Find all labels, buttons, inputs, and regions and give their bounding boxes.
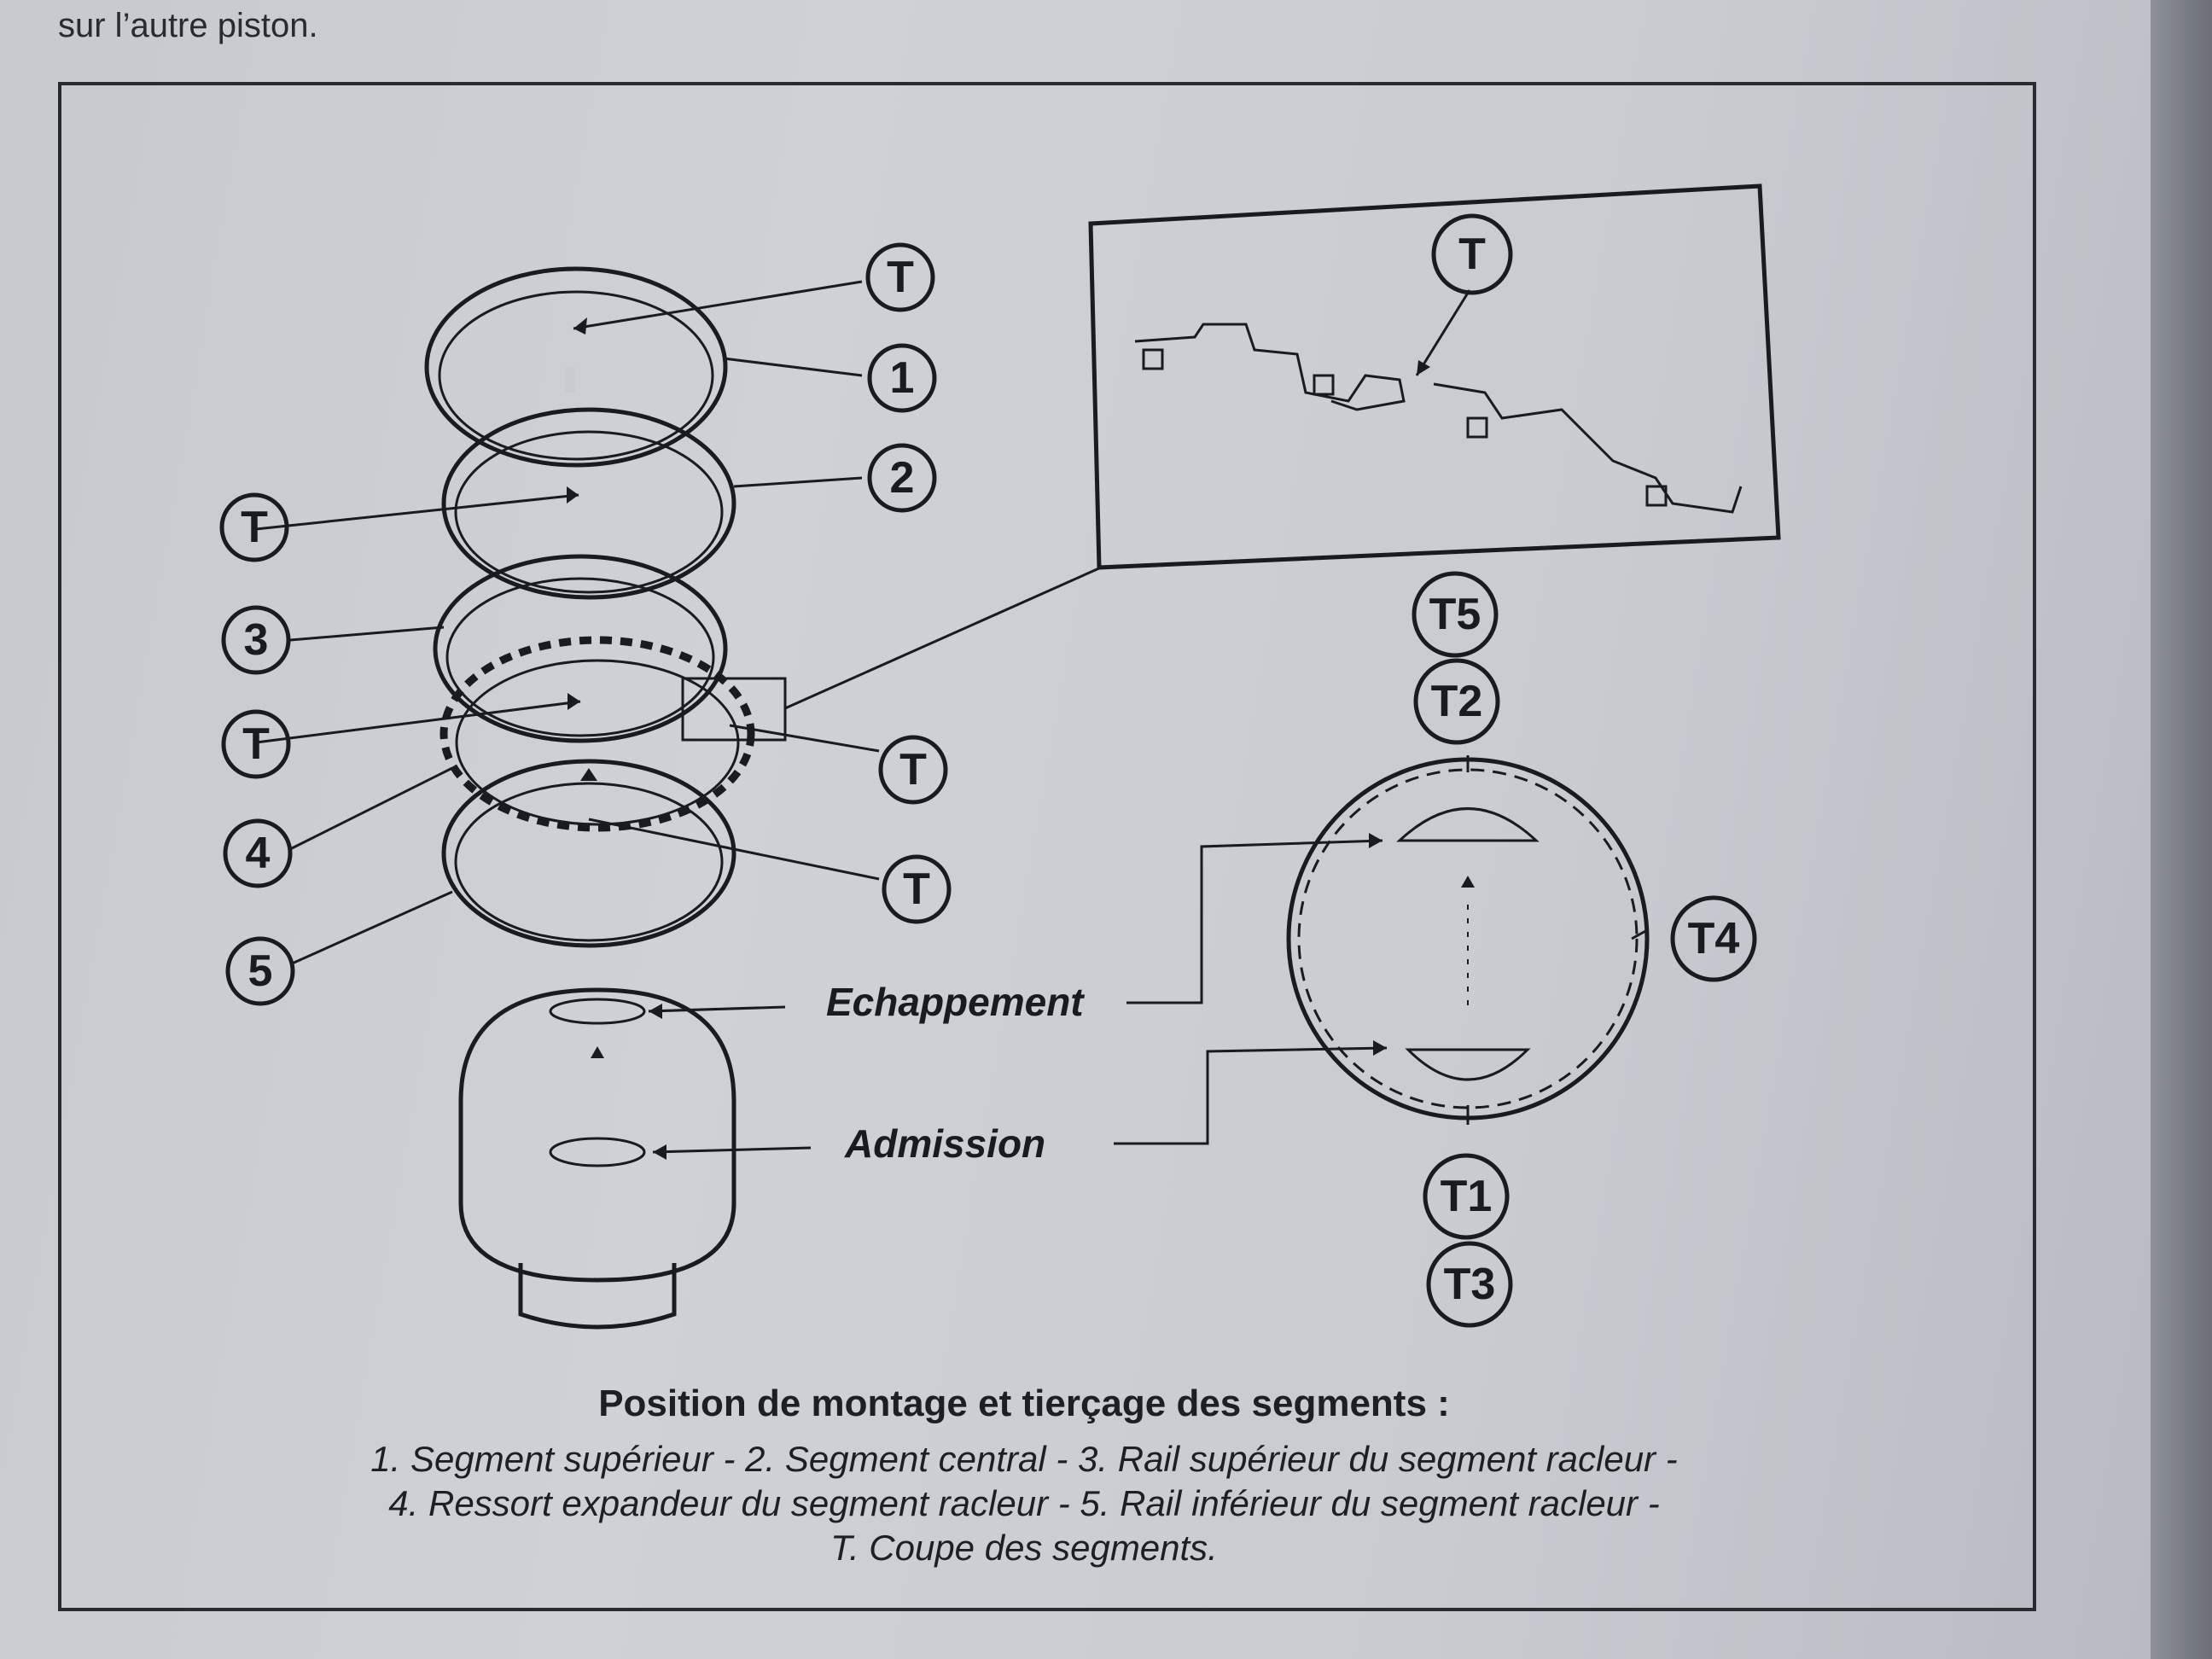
- ring-3-upper-oil-rail: [433, 554, 728, 743]
- caption-line-1: 1. Segment supérieur - 2. Segment centra…: [370, 1439, 1678, 1479]
- svg-text:T1: T1: [1441, 1172, 1493, 1221]
- manual-page: [0, 0, 2151, 1659]
- svg-text:T2: T2: [1431, 677, 1483, 726]
- svg-text:T3: T3: [1444, 1260, 1496, 1309]
- callout-t3: T3: [1426, 1241, 1513, 1328]
- svg-text:T: T: [899, 745, 927, 795]
- callout-2: 2: [867, 443, 937, 513]
- expander-inset: [1088, 183, 1781, 570]
- ring-top-view: [1114, 755, 1650, 1145]
- ring-1-top: [424, 266, 728, 468]
- figure-frame: [58, 82, 2036, 1611]
- previous-paragraph-text: sur l’autre piston.: [58, 7, 318, 44]
- svg-text:T: T: [903, 864, 930, 914]
- svg-text:3: 3: [244, 615, 269, 665]
- callout-1: 1: [867, 343, 937, 413]
- svg-text:T: T: [1458, 230, 1486, 279]
- svg-text:T: T: [241, 503, 268, 552]
- caption-line-2: 4. Ressort expandeur du segment racleur …: [388, 1483, 1660, 1523]
- svg-text:1: 1: [890, 353, 915, 403]
- svg-text:T5: T5: [1429, 590, 1481, 639]
- svg-text:T: T: [242, 719, 270, 769]
- ring-4-expander-spring: [439, 636, 755, 832]
- callout-t2: T2: [1413, 658, 1500, 745]
- callout-t4: T4: [1670, 895, 1757, 982]
- ring-5-lower-oil-rail: [441, 759, 736, 948]
- callout-4: 4: [223, 818, 293, 888]
- callout-t-right-lower: T: [882, 854, 952, 924]
- leader-lines: [289, 357, 863, 966]
- callout-t5: T5: [1412, 571, 1499, 658]
- callout-3: 3: [221, 605, 291, 675]
- gap-arrows: [255, 280, 880, 881]
- svg-text:T: T: [887, 253, 914, 302]
- ring-2-central: [441, 407, 736, 600]
- expander-detail-marker: [681, 677, 787, 742]
- callout-t-inset: T: [1431, 213, 1513, 295]
- callout-t-right-upper: T: [878, 735, 948, 805]
- svg-text:4: 4: [246, 829, 271, 878]
- book-gutter: [2151, 0, 2212, 1659]
- figure-caption: Position de montage et tierçage des segm…: [171, 1382, 1877, 1570]
- label-echappement: Echappement: [826, 980, 1085, 1024]
- callout-t-left-upper: T: [219, 492, 289, 562]
- callout-t-top: T: [865, 242, 935, 312]
- svg-text:2: 2: [890, 453, 915, 503]
- label-admission: Admission: [844, 1121, 1045, 1166]
- svg-text:T4: T4: [1688, 914, 1740, 963]
- callout-t1: T1: [1423, 1153, 1510, 1240]
- piston: [458, 987, 812, 1330]
- callout-t-left-lower: T: [221, 709, 291, 779]
- callout-5: 5: [225, 936, 295, 1006]
- svg-text:5: 5: [248, 946, 273, 996]
- caption-title: Position de montage et tierçage des segm…: [598, 1382, 1450, 1424]
- caption-line-3: T. Coupe des segments.: [830, 1528, 1218, 1568]
